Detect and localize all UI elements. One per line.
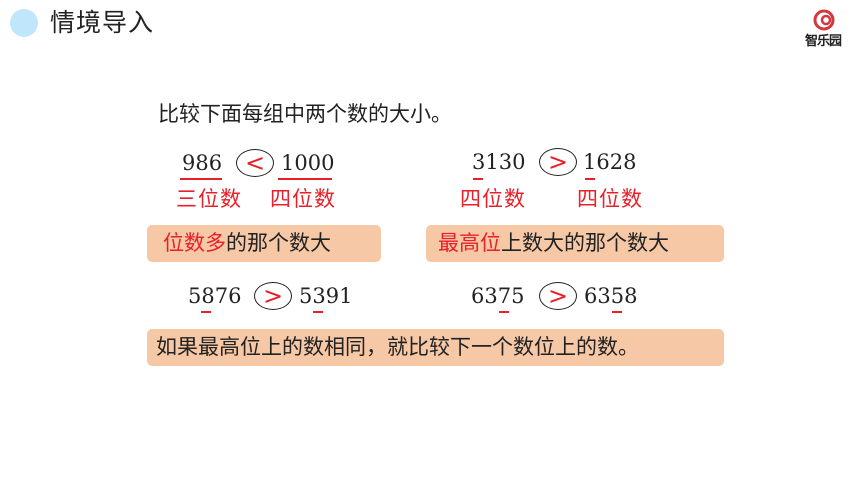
instruction-text: 比较下面每组中两个数的大小。 [158, 102, 452, 126]
group2-right-underline [585, 178, 595, 180]
rule-box-highest-digit-highlight: 最高位 [438, 231, 501, 255]
logo-text: 智乐园 [804, 34, 842, 49]
rule-box-same-highest-digit: 如果最高位上的数相同，就比较下一个数位上的数。 [147, 329, 724, 366]
rule-box-highest-digit: 最高位上数大的那个数大 [426, 225, 724, 262]
group4-compare-circle [539, 282, 577, 310]
logo-icon [813, 9, 835, 31]
group1-compare-circle [236, 149, 274, 177]
group1-left-underline [180, 178, 222, 180]
group2-compare-symbol: > [547, 148, 569, 176]
group3-compare-symbol: > [262, 282, 284, 310]
section-dot [10, 9, 38, 37]
rule-box-more-digits-highlight: 位数多 [163, 231, 226, 255]
group4-compare-symbol: > [547, 282, 569, 310]
group2-right-number: 1628 [583, 150, 637, 174]
group4-left-underline [499, 311, 509, 313]
group4-left-number: 6375 [471, 284, 525, 308]
group1-right-label: 四位数 [270, 187, 336, 211]
group3-right-number: 5391 [299, 284, 353, 308]
group2-right-label: 四位数 [577, 187, 643, 211]
section-title: 情境导入 [50, 8, 155, 37]
group1-compare-symbol: < [244, 149, 266, 177]
group4-right-underline [612, 311, 622, 313]
group2-left-label: 四位数 [460, 187, 526, 211]
rule-box-more-digits-text: 的那个数大 [226, 231, 331, 255]
group3-compare-circle [254, 282, 292, 310]
group1-right-number: 1000 [281, 151, 335, 175]
group2-compare-circle [539, 148, 577, 176]
group3-left-number: 5876 [188, 284, 242, 308]
group1-left-label: 三位数 [176, 187, 242, 211]
group1-left-number: 986 [182, 151, 223, 175]
group2-left-underline [473, 178, 483, 180]
rule-box-highest-digit-text: 上数大的那个数大 [501, 231, 669, 255]
group2-left-number: 3130 [472, 150, 526, 174]
group1-right-underline [278, 178, 332, 180]
group4-right-number: 6358 [584, 284, 638, 308]
rule-box-more-digits: 位数多的那个数大 [147, 225, 381, 262]
group3-left-underline [201, 311, 211, 313]
group3-right-underline [313, 311, 323, 313]
